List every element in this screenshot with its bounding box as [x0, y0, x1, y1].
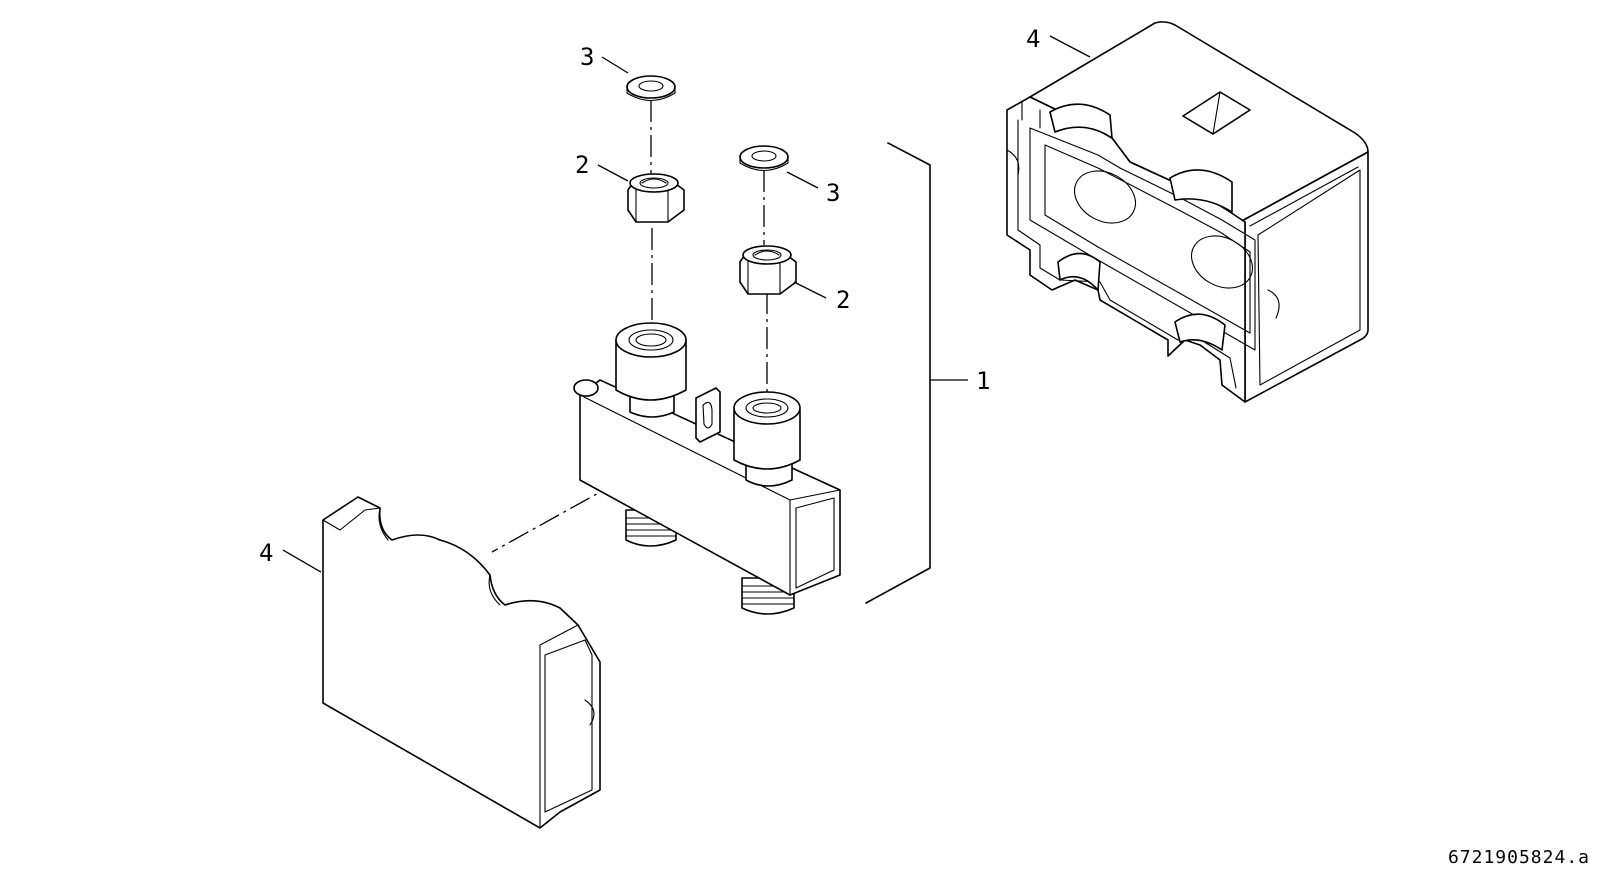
leader-washer-left: [601, 56, 629, 74]
callout-cover-back: 4: [1026, 25, 1040, 53]
callout-washer-left: 3: [580, 43, 594, 71]
callout-washer-right: 3: [826, 179, 840, 207]
callout-assembly: 1: [976, 367, 990, 395]
washer-left: [626, 75, 676, 102]
nut-right: [739, 245, 797, 295]
document-number: 6721905824.a: [1448, 847, 1590, 868]
leader-cover-back: [1049, 35, 1091, 58]
callout-nut-right: 2: [836, 286, 850, 314]
callout-cover-front: 4: [259, 539, 273, 567]
leader-nut-left: [597, 164, 629, 182]
washer-right: [739, 145, 789, 172]
leader-washer-right: [786, 171, 819, 189]
leader-cover-front: [282, 549, 322, 573]
upper-connector-left: [615, 322, 687, 418]
assembly-bracket: [865, 142, 931, 604]
manifold-body: [573, 379, 841, 615]
upper-connector-right: [733, 391, 801, 487]
leader-lines: [282, 35, 1091, 573]
insulation-shell-back: [1006, 21, 1369, 403]
nut-left: [627, 173, 685, 223]
insulation-cover-front: [322, 496, 601, 829]
leader-nut-right: [793, 281, 827, 299]
callout-nut-left: 2: [575, 151, 589, 179]
